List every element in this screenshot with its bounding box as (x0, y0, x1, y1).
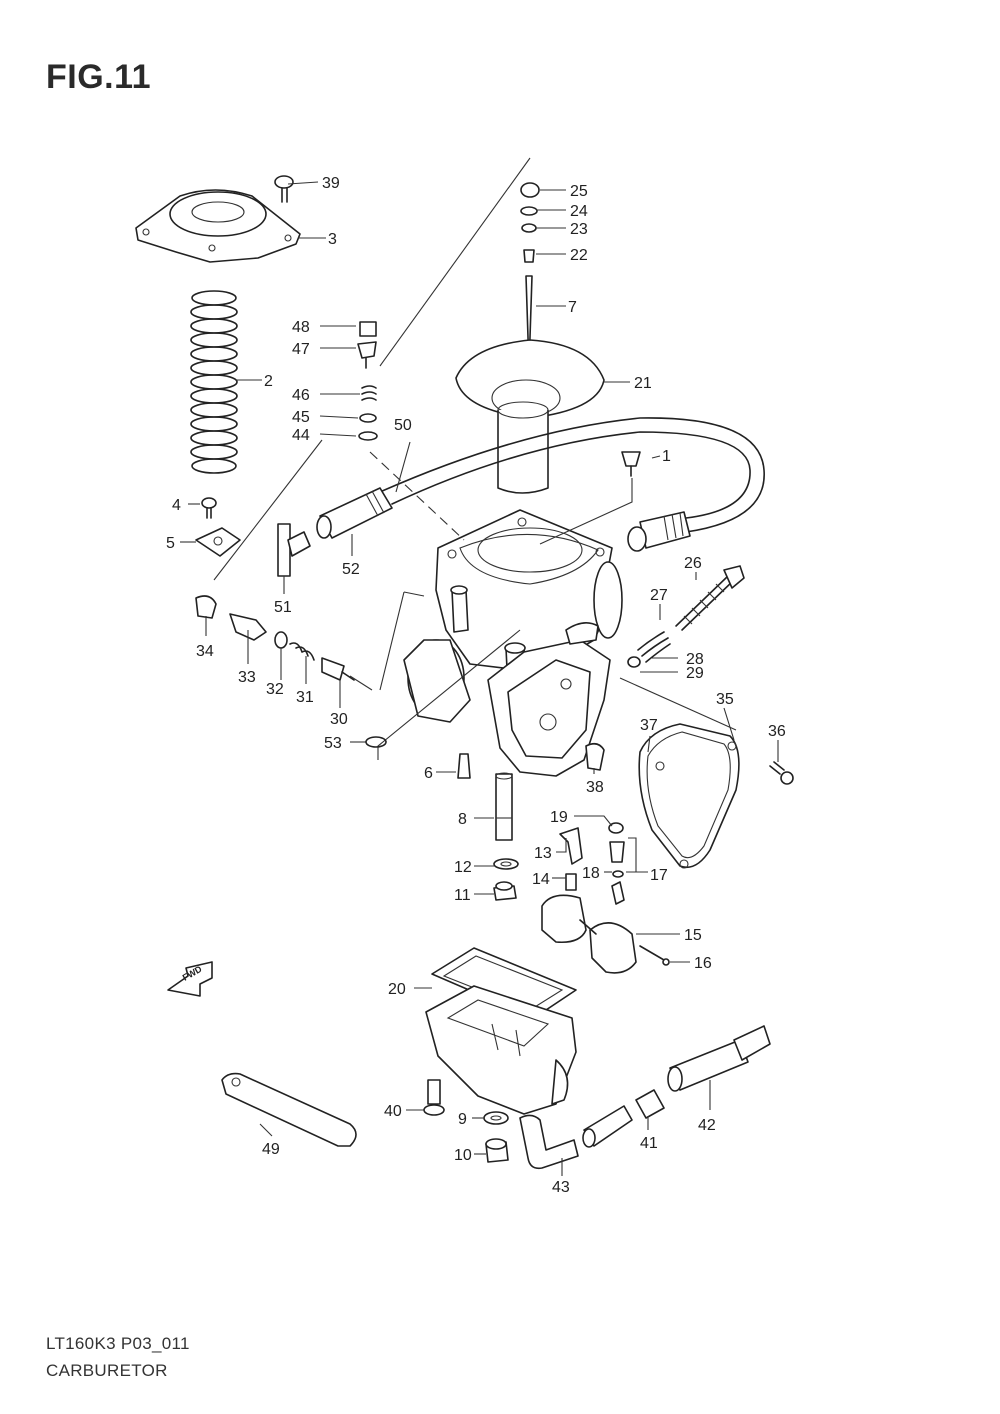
float-chamber-part (425, 947, 577, 1115)
callout-21: 21 (634, 375, 652, 392)
callout-51: 51 (274, 599, 292, 616)
callout-39: 39 (322, 175, 340, 192)
callout-31: 31 (296, 689, 314, 706)
callout-7: 7 (568, 299, 577, 316)
gauge-tool-part (221, 1072, 357, 1147)
callout-38: 38 (586, 779, 604, 796)
callout-53: 53 (324, 735, 342, 752)
callout-11: 11 (454, 887, 471, 904)
jet-needle-stack (520, 182, 540, 369)
callout-28: 28 (686, 651, 704, 668)
callout-33: 33 (238, 669, 256, 686)
callout-27: 27 (650, 587, 668, 604)
piston-valve-part (455, 339, 605, 494)
gasket-part (365, 736, 387, 748)
callout-10: 10 (454, 1147, 472, 1164)
callout-29: 29 (686, 665, 704, 682)
washer-part (483, 1111, 509, 1125)
pilot-jet-part (457, 753, 471, 779)
float-pin-part (639, 945, 670, 966)
callout-48: 48 (292, 319, 310, 336)
float-valve-parts (559, 822, 625, 905)
figure-title: FIG.11 (46, 58, 152, 96)
callout-52: 52 (342, 561, 360, 578)
drain-plug-part (485, 1138, 509, 1163)
vent-tube-part (316, 487, 393, 539)
callout-13: 13 (534, 845, 552, 862)
callout-19: 19 (550, 809, 568, 826)
callout-20: 20 (388, 981, 406, 998)
callout-25: 25 (570, 183, 588, 200)
screw-part (769, 761, 794, 785)
callout-15: 15 (684, 927, 702, 944)
washer-part (493, 858, 519, 870)
callout-49: 49 (262, 1141, 280, 1158)
float-part (541, 894, 637, 974)
callout-32: 32 (266, 681, 284, 698)
main-jet-part (621, 451, 641, 477)
callout-1: 1 (662, 448, 671, 465)
callout-35: 35 (716, 691, 734, 708)
callout-3: 3 (328, 231, 337, 248)
needle-clip-part (195, 527, 241, 557)
screw-part (274, 175, 294, 203)
throttle-stop-screw (627, 565, 745, 668)
vent-hose-part (379, 417, 765, 552)
callout-18: 18 (582, 865, 600, 882)
pilot-screw-stack (357, 321, 378, 441)
callout-6: 6 (424, 765, 433, 782)
callout-40: 40 (384, 1103, 402, 1120)
callout-44: 44 (292, 427, 310, 444)
callout-36: 36 (768, 723, 786, 740)
callout-4: 4 (172, 497, 181, 514)
callout-34: 34 (196, 643, 214, 660)
main-jet-holder-part (493, 881, 517, 901)
needle-jet-part (495, 772, 513, 841)
callout-9: 9 (458, 1111, 467, 1128)
figure-caption: LT160K3 P03_011 CARBURETOR (46, 1330, 190, 1384)
callout-37: 37 (640, 717, 658, 734)
tee-fitting-part (277, 523, 311, 577)
callout-24: 24 (570, 203, 588, 220)
callout-41: 41 (640, 1135, 658, 1152)
side-cover-part (638, 723, 740, 869)
callout-5: 5 (166, 535, 175, 552)
callout-16: 16 (694, 955, 712, 972)
drain-hose-part (519, 1025, 771, 1170)
callout-8: 8 (458, 811, 467, 828)
callout-22: 22 (570, 247, 588, 264)
callout-26: 26 (684, 555, 702, 572)
callout-46: 46 (292, 387, 310, 404)
callout-14: 14 (532, 871, 550, 888)
callout-43: 43 (552, 1179, 570, 1196)
screw-part (201, 497, 217, 519)
callout-12: 12 (454, 859, 472, 876)
callout-leaders (180, 181, 779, 1176)
callout-45: 45 (292, 409, 310, 426)
callout-42: 42 (698, 1117, 716, 1134)
callout-2: 2 (264, 373, 273, 390)
plug-part (585, 742, 605, 771)
drain-screw-part (423, 1079, 445, 1116)
callout-50: 50 (394, 417, 412, 434)
carburetor-body-part (403, 509, 623, 777)
forward-arrow-icon (167, 961, 213, 997)
top-cap-part (135, 189, 301, 263)
callout-23: 23 (570, 221, 588, 238)
idle-adjust-parts (195, 595, 355, 681)
model-code: LT160K3 P03_011 (46, 1334, 190, 1353)
callout-30: 30 (330, 711, 348, 728)
figure-name: CARBURETOR (46, 1361, 168, 1380)
callout-47: 47 (292, 341, 310, 358)
callout-labels: 1 2 3 4 5 6 7 8 9 10 11 12 13 14 15 16 1… (166, 175, 786, 1196)
callout-17: 17 (650, 867, 668, 884)
spring-part (190, 290, 238, 474)
